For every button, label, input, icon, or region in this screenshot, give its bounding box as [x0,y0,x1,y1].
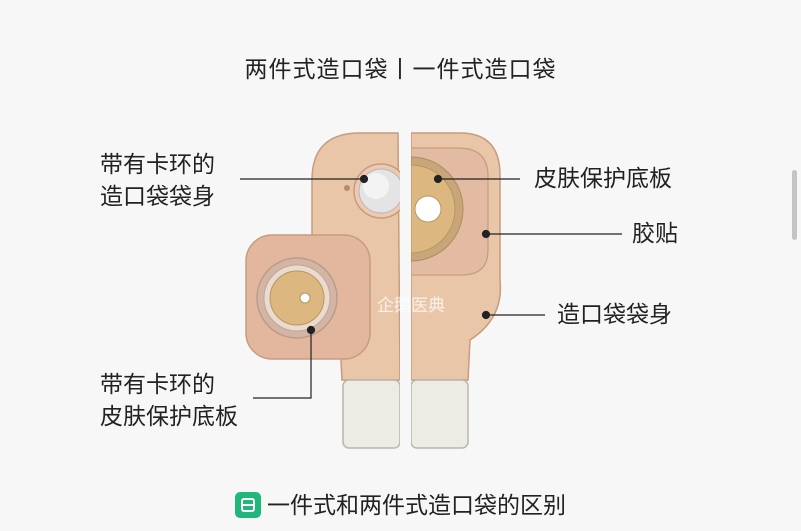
label-bag-body: 造口袋袋身 [557,302,672,328]
label-bag-body-with-ring: 带有卡环的 造口袋袋身 [100,152,215,210]
one-piece-bottom-clip [410,379,469,449]
one-piece-bag [410,132,502,449]
scrollbar[interactable] [792,170,797,240]
two-piece-bag [245,132,409,449]
label-flange-with-ring: 带有卡环的 皮肤保护底板 [100,372,238,430]
center-divider [400,125,411,455]
leader-dot-adhesive [481,229,491,239]
bag-clip-hole [344,185,350,191]
book-icon [235,492,261,518]
bag-coupling-highlight [363,173,389,199]
page-title: 两件式造口袋丨一件式造口袋 [244,57,557,83]
leader-dot-bag-body [481,310,491,320]
flange-wafer [269,270,325,326]
figure-caption: 一件式和两件式造口袋的区别 [0,486,801,520]
watermark-text: 企鹅医典 [377,296,445,316]
leader-dot-skin-barrier [433,174,443,184]
two-piece-bottom-clip [342,379,401,449]
caption-text: 一件式和两件式造口袋的区别 [267,493,566,519]
label-skin-barrier: 皮肤保护底板 [534,166,672,192]
label-adhesive: 胶贴 [632,221,678,247]
leader-flange [253,330,312,399]
leader-dot-bag-ring [359,174,369,184]
leader-dot-flange [306,325,316,335]
flange-stoma-hole [299,292,311,304]
one-piece-stoma-hole [414,195,442,223]
